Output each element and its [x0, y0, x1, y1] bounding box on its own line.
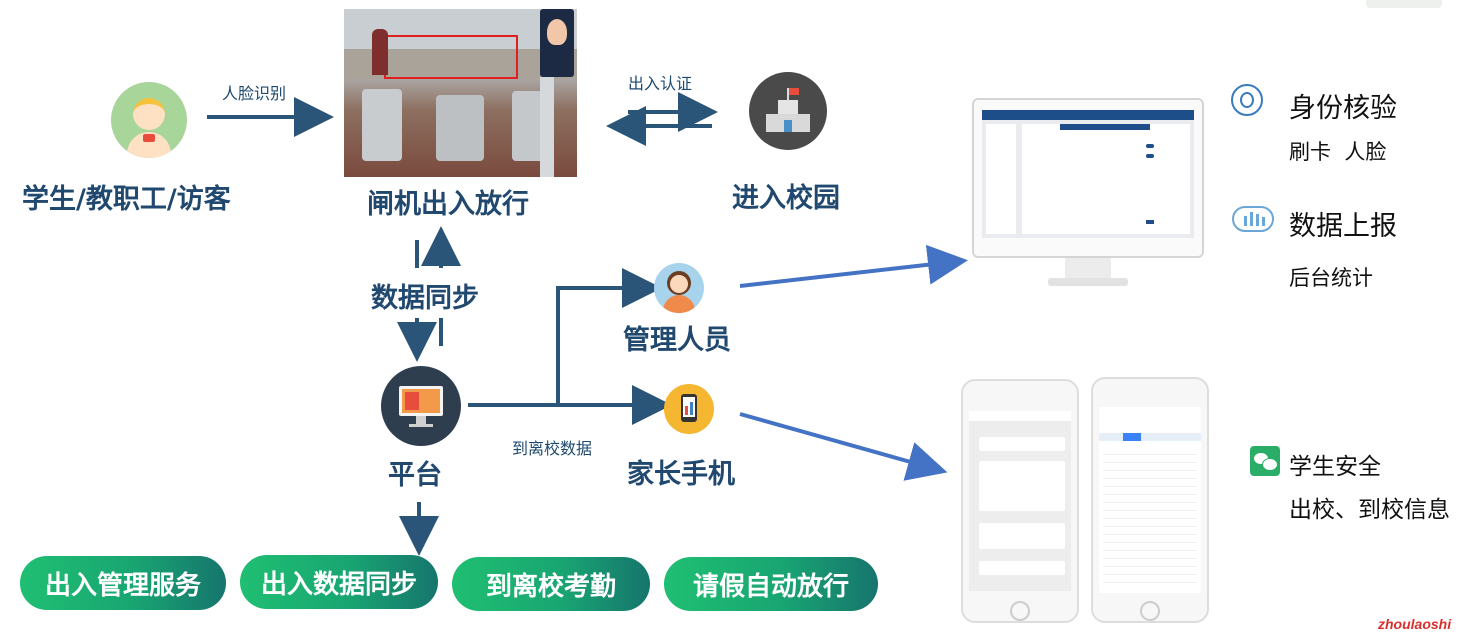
feature-desc-identity: 刷卡 人脸 — [1289, 140, 1387, 164]
face-recognition-label: 人脸识别 — [222, 84, 287, 103]
parent-label: 家长手机 — [627, 459, 735, 490]
school-building-icon — [749, 72, 827, 150]
face-id-icon — [1231, 84, 1263, 116]
phone-chat-mockup — [961, 379, 1079, 623]
watermark-text: zhoulaoshi — [1378, 616, 1452, 632]
users-label: 学生/教职工/访客 — [22, 184, 231, 215]
desktop-monitor — [972, 98, 1204, 258]
arrow-parent-to-phone — [739, 412, 948, 481]
student-avatar-icon — [111, 82, 187, 158]
wechat-icon — [1250, 446, 1280, 476]
admin-label: 管理人员 — [623, 325, 731, 356]
cloud-chart-icon — [1232, 206, 1274, 232]
feature-title-identity: 身份核验 — [1289, 93, 1397, 124]
monitor-stand — [1065, 258, 1111, 278]
arrow-platform-to-admin — [468, 268, 662, 407]
feature-desc-safety: 出校、到校信息 — [1289, 497, 1450, 523]
gate-photo — [344, 9, 577, 177]
top-right-logo-fragment — [1366, 0, 1442, 8]
monitor-base — [1048, 278, 1128, 286]
arrival-data-label: 到离校数据 — [512, 439, 593, 458]
parent-phone-icon — [664, 384, 714, 434]
service-pill-access-management: 出入管理服务 — [20, 556, 226, 610]
campus-label: 进入校园 — [732, 183, 840, 214]
platform-monitor-icon — [381, 366, 461, 446]
service-pill-data-sync: 出入数据同步 — [240, 555, 438, 609]
admin-avatar-icon — [654, 263, 704, 313]
service-pill-leave-release: 请假自动放行 — [664, 557, 878, 611]
platform-label: 平台 — [388, 460, 442, 491]
arrow-admin-to-monitor — [739, 244, 968, 288]
feature-title-safety: 学生安全 — [1289, 454, 1381, 480]
feature-desc-report: 后台统计 — [1289, 266, 1373, 290]
feature-title-report: 数据上报 — [1289, 211, 1397, 242]
service-pill-attendance: 到离校考勤 — [452, 557, 650, 611]
gate-label: 闸机出入放行 — [367, 189, 529, 220]
sync-label: 数据同步 — [371, 283, 479, 314]
auth-label: 出入认证 — [628, 74, 693, 93]
phone-attendance-mockup — [1091, 377, 1209, 623]
